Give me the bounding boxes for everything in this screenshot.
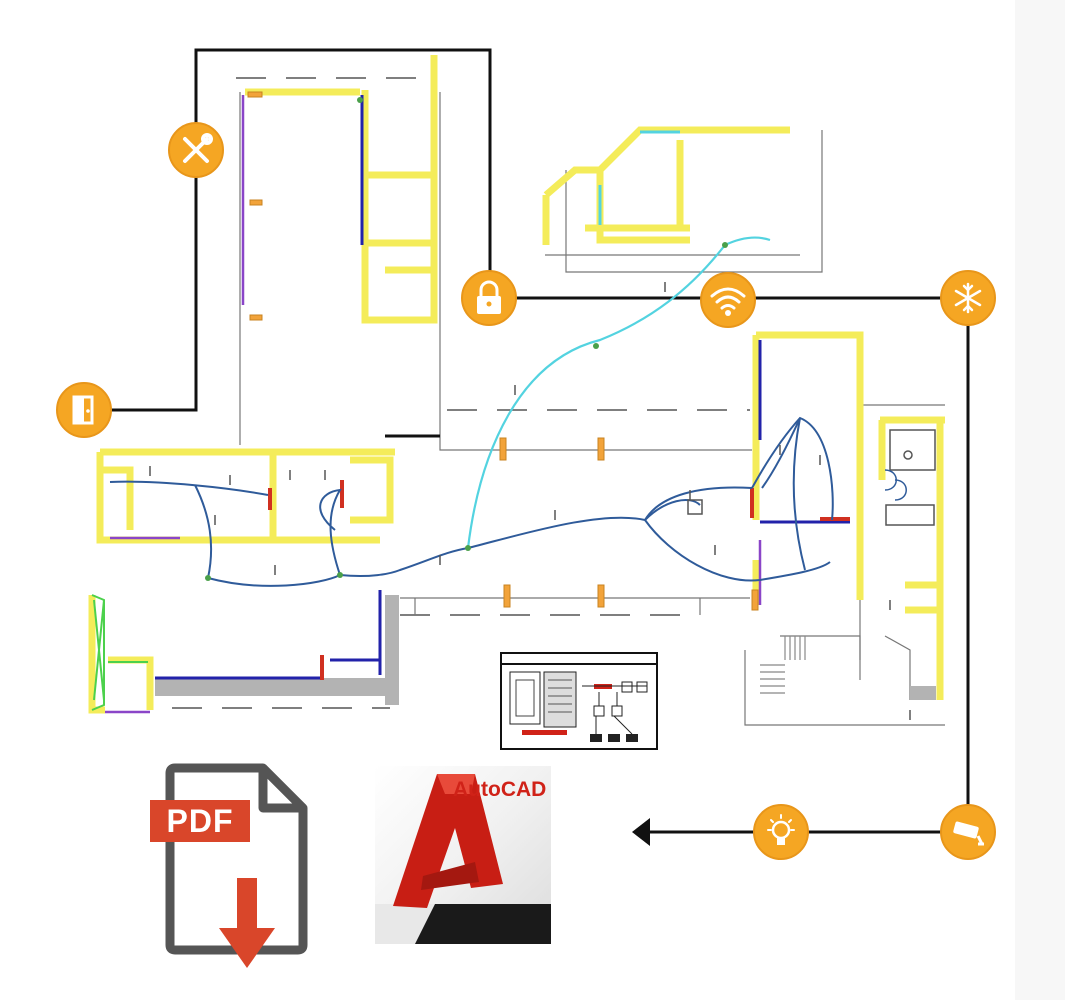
purple-lines bbox=[105, 95, 762, 714]
data-cable bbox=[466, 236, 771, 549]
door-icon[interactable] bbox=[56, 382, 112, 438]
fixture-points bbox=[149, 282, 911, 720]
tools-icon[interactable] bbox=[168, 122, 224, 178]
outline-lines bbox=[239, 92, 945, 726]
hatched-wall bbox=[155, 595, 936, 705]
autocad-wordmark: AutoCAD bbox=[453, 778, 547, 801]
wall-outlets bbox=[247, 91, 759, 611]
autocad-logo[interactable] bbox=[375, 766, 551, 944]
electrical-floor-plan bbox=[88, 48, 970, 846]
arrow-head bbox=[632, 818, 650, 846]
wifi-icon[interactable] bbox=[700, 272, 756, 328]
circuit-wiring bbox=[109, 416, 834, 587]
stairs bbox=[760, 636, 806, 694]
pdf-download-icon[interactable] bbox=[145, 760, 320, 975]
security-camera-icon[interactable] bbox=[940, 804, 996, 860]
snowflake-icon[interactable] bbox=[940, 270, 996, 326]
dimension-lines bbox=[172, 77, 750, 709]
right-margin-strip bbox=[1015, 0, 1065, 1000]
lightbulb-icon[interactable] bbox=[753, 804, 809, 860]
window-lines bbox=[155, 95, 850, 680]
pdf-label: PDF bbox=[150, 800, 250, 842]
green-window bbox=[91, 594, 148, 711]
electrical-schematic-thumbnail bbox=[500, 652, 658, 750]
lock-icon[interactable] bbox=[461, 270, 517, 326]
junction-points bbox=[205, 97, 728, 581]
door-markers bbox=[268, 480, 850, 680]
walls bbox=[88, 55, 945, 714]
bathroom-fixtures bbox=[687, 429, 936, 526]
